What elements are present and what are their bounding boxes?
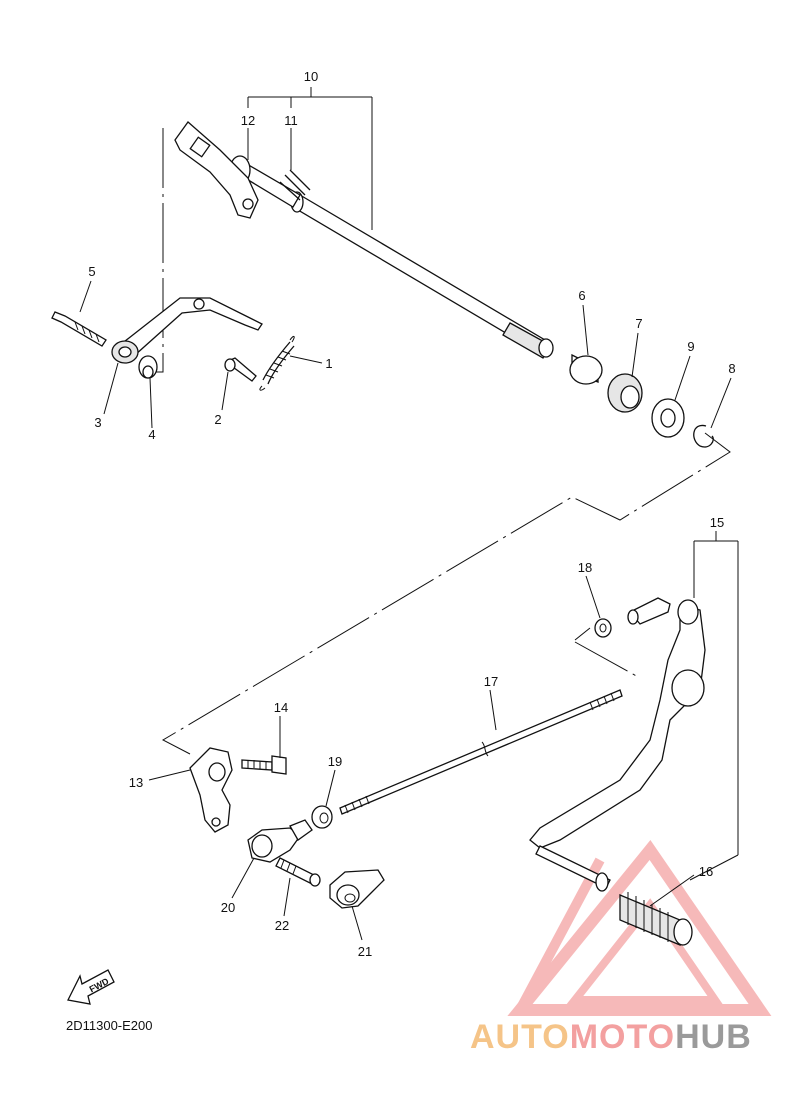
callout-9: 9 bbox=[687, 339, 694, 354]
bolt-5 bbox=[51, 311, 107, 347]
callout-3: 3 bbox=[94, 415, 101, 430]
collar-4 bbox=[138, 355, 158, 379]
joint-20 bbox=[247, 819, 313, 863]
diagram-code: 2D11300-E200 bbox=[66, 1018, 153, 1033]
washer-9 bbox=[651, 398, 685, 438]
watermark-triangle bbox=[507, 839, 772, 1016]
shift-rod-17 bbox=[339, 689, 623, 815]
callout-6: 6 bbox=[578, 288, 585, 303]
bolt-2 bbox=[224, 357, 257, 382]
callout-16: 16 bbox=[699, 864, 713, 879]
callout-15: 15 bbox=[710, 515, 724, 530]
centerline-right bbox=[574, 627, 641, 679]
shift-shaft bbox=[174, 121, 554, 359]
callout-5: 5 bbox=[88, 264, 95, 279]
shift-lever-13 bbox=[189, 747, 233, 833]
callout-14: 14 bbox=[274, 700, 288, 715]
watermark-hub: HUB bbox=[675, 1018, 752, 1056]
oil-seal-7 bbox=[607, 373, 643, 413]
callout-17: 17 bbox=[484, 674, 498, 689]
bracket-10 bbox=[247, 87, 373, 230]
centerline-mid bbox=[161, 432, 731, 755]
watermark-auto: AUTO bbox=[470, 1018, 570, 1056]
callout-21: 21 bbox=[358, 944, 372, 959]
bolt-22 bbox=[275, 857, 321, 887]
callout-4: 4 bbox=[148, 427, 155, 442]
circlip-8 bbox=[693, 424, 714, 448]
nut-19 bbox=[311, 805, 333, 829]
callout-7: 7 bbox=[635, 316, 642, 331]
pedal-rubber-16 bbox=[619, 892, 693, 946]
leader-lines bbox=[79, 280, 732, 941]
nut-18 bbox=[594, 618, 612, 638]
callout-19: 19 bbox=[328, 754, 342, 769]
circlip-11 bbox=[279, 169, 311, 201]
fwd-arrow-icon: FWD bbox=[67, 969, 115, 1005]
callout-11: 11 bbox=[284, 113, 298, 128]
collar-6 bbox=[569, 353, 603, 385]
joint-bolt-15 bbox=[627, 597, 671, 625]
callout-13: 13 bbox=[129, 775, 143, 790]
shift-pedal-15 bbox=[529, 599, 706, 892]
callout-12: 12 bbox=[241, 113, 255, 128]
callout-2: 2 bbox=[214, 412, 221, 427]
spring-1 bbox=[259, 335, 295, 391]
bracket-15 bbox=[689, 531, 739, 881]
callout-18: 18 bbox=[578, 560, 592, 575]
callout-20: 20 bbox=[221, 900, 235, 915]
callout-8: 8 bbox=[728, 361, 735, 376]
callout-10: 10 bbox=[304, 69, 318, 84]
watermark-logo: AUTOMOTOHUB bbox=[470, 1018, 752, 1057]
watermark-moto: MOTO bbox=[569, 1018, 676, 1056]
callout-22: 22 bbox=[275, 918, 289, 933]
shift-arm-3 bbox=[111, 297, 263, 364]
bolt-14 bbox=[241, 755, 287, 775]
joint-21 bbox=[329, 869, 385, 909]
callout-1: 1 bbox=[325, 356, 332, 371]
